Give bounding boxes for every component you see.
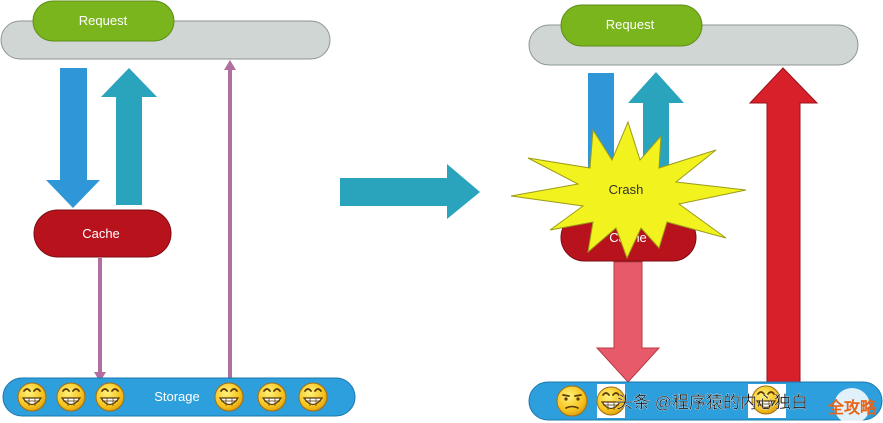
left-request-pill	[32, 0, 175, 42]
left-request-label: Request	[79, 13, 128, 28]
grinning-face-icon	[257, 382, 287, 412]
grinning-face-icon	[56, 382, 86, 412]
left-storage-label: Storage	[154, 389, 200, 404]
left-scenario: Request Cache Storage	[0, 0, 356, 417]
right-storage-to-request-arrow	[748, 67, 819, 383]
right-scenario: Request Cache Crash 头条 @程序猿	[510, 4, 883, 423]
left-cache-label: Cache	[82, 226, 120, 241]
crash-label: Crash	[609, 182, 644, 197]
grinning-face-icon	[17, 382, 47, 412]
watermark-text: 头条 @程序猿的内心独白	[616, 393, 808, 412]
left-up-arrow	[101, 68, 157, 205]
watermark-logo-text: 全攻略	[827, 398, 877, 417]
right-request-pill	[560, 4, 703, 47]
left-cache-to-storage-arrowhead	[94, 372, 106, 382]
transition-arrow	[340, 164, 480, 219]
right-cache-to-storage-arrow	[595, 261, 661, 383]
watermark-logo: 全攻略	[827, 388, 877, 423]
grinning-face-icon	[95, 382, 125, 412]
skeptical-face-icon	[556, 385, 588, 417]
left-storage-to-request-arrowhead	[224, 60, 236, 70]
left-down-arrow	[46, 68, 100, 208]
left-cache-pill	[33, 209, 172, 258]
grinning-face-icon	[214, 382, 244, 412]
right-request-label: Request	[606, 17, 655, 32]
crash-starburst	[510, 120, 747, 260]
grinning-face-icon	[298, 382, 328, 412]
